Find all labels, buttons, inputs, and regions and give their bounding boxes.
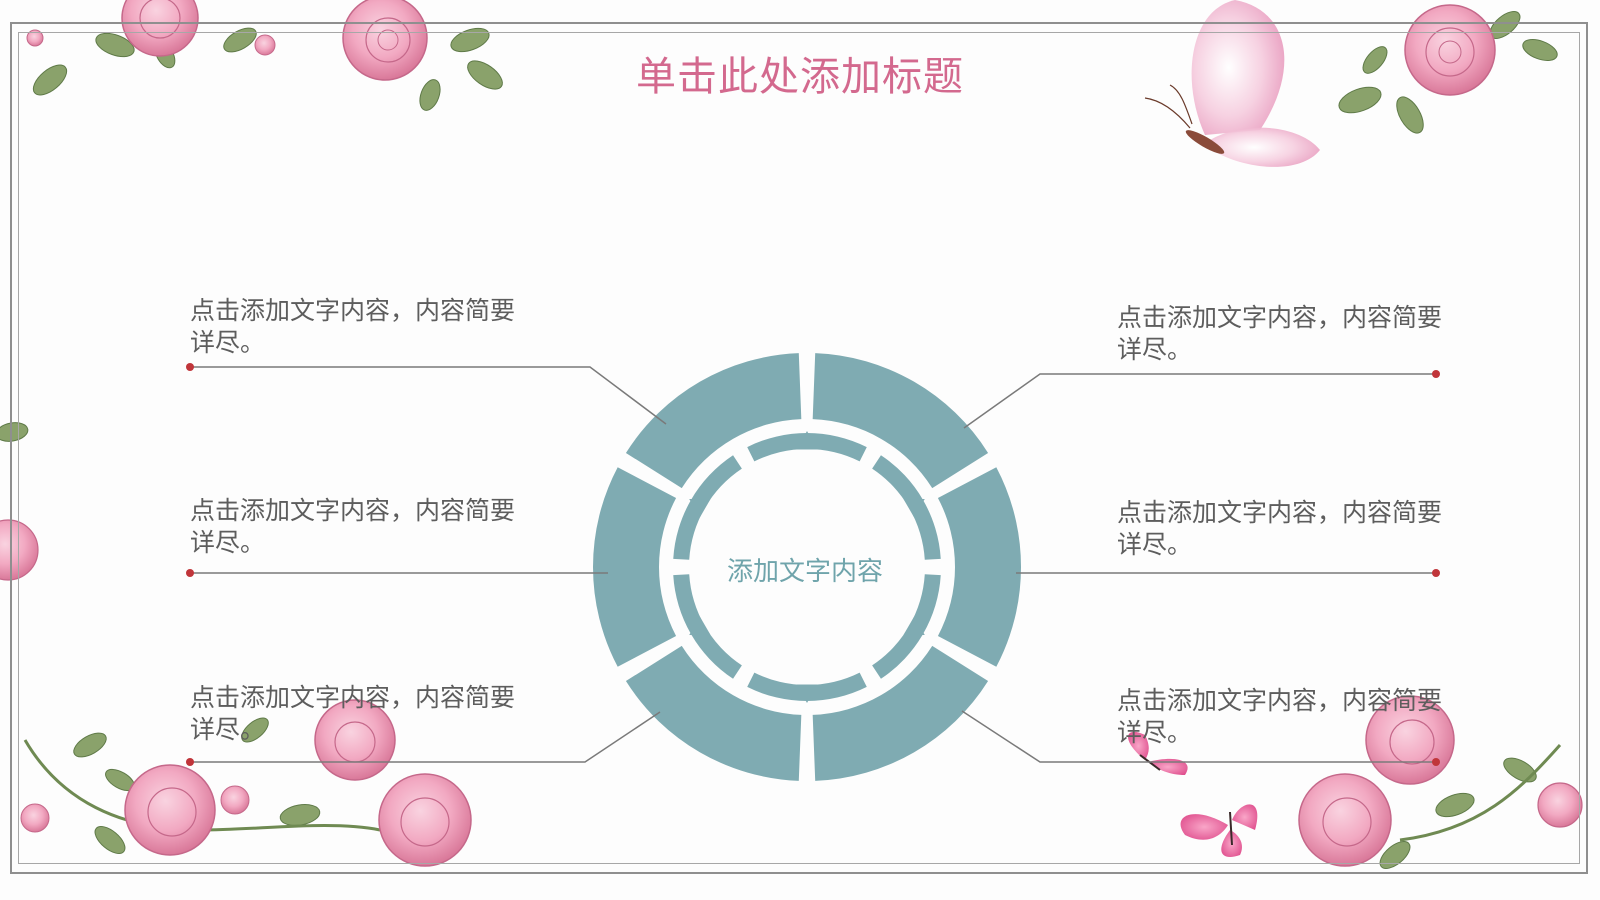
connector-dot [186, 569, 194, 577]
inner-ring-notch [689, 499, 711, 518]
slide-title[interactable]: 单击此处添加标题 [636, 54, 964, 100]
item-label-bottom-right[interactable]: 点击添加文字内容，内容简要详尽。 [1117, 686, 1443, 747]
outer-ring-segment [812, 645, 989, 781]
outer-ring-segment [937, 467, 1021, 667]
item-label-middle-right[interactable]: 点击添加文字内容，内容简要详尽。 [1117, 498, 1443, 559]
leaf-icon [1379, 757, 1537, 869]
outer-ring-segment [625, 645, 802, 781]
connector-dot [1432, 758, 1440, 766]
connector-line [190, 711, 661, 763]
rose-flower-icon [26, 0, 428, 81]
butterfly-icon [1180, 804, 1258, 858]
connector-dot [186, 363, 194, 371]
butterfly-icon [1144, 0, 1320, 167]
leaf-icon [73, 717, 321, 854]
inner-ring-notch [903, 616, 925, 635]
connector-line [190, 366, 667, 425]
item-label-top-left[interactable]: 点击添加文字内容，内容简要详尽。 [190, 296, 516, 357]
inner-ring-segment [673, 574, 742, 679]
outer-ring-segment [592, 467, 677, 667]
item-label-bottom-left[interactable]: 点击添加文字内容，内容简要详尽。 [190, 683, 516, 744]
inner-ring-segment [872, 574, 941, 679]
leaf-icon [1338, 11, 1558, 134]
inner-frame [18, 32, 1580, 864]
connector-dot [1432, 370, 1440, 378]
center-label[interactable]: 添加文字内容 [726, 557, 883, 587]
connector-line [961, 710, 1436, 763]
connector-dot [1432, 569, 1440, 577]
inner-ring-segment [673, 455, 742, 560]
rose-flower-icon [1404, 4, 1496, 96]
inner-ring-notch [903, 499, 925, 518]
connector-dot [186, 758, 194, 766]
inner-ring-segment [872, 455, 941, 560]
outer-ring-segment [625, 353, 802, 489]
inner-ring-notch [689, 616, 711, 635]
butterfly-icon [1128, 731, 1188, 775]
connector-line [963, 373, 1436, 429]
item-label-top-right[interactable]: 点击添加文字内容，内容简要详尽。 [1117, 303, 1443, 364]
outer-frame [10, 22, 1588, 874]
inner-ring-notch [796, 431, 818, 450]
inner-ring-notch [796, 684, 818, 703]
outer-ring-segment [812, 353, 989, 489]
item-label-middle-left[interactable]: 点击添加文字内容，内容简要详尽。 [190, 496, 516, 557]
rose-flower-icon [20, 699, 472, 867]
